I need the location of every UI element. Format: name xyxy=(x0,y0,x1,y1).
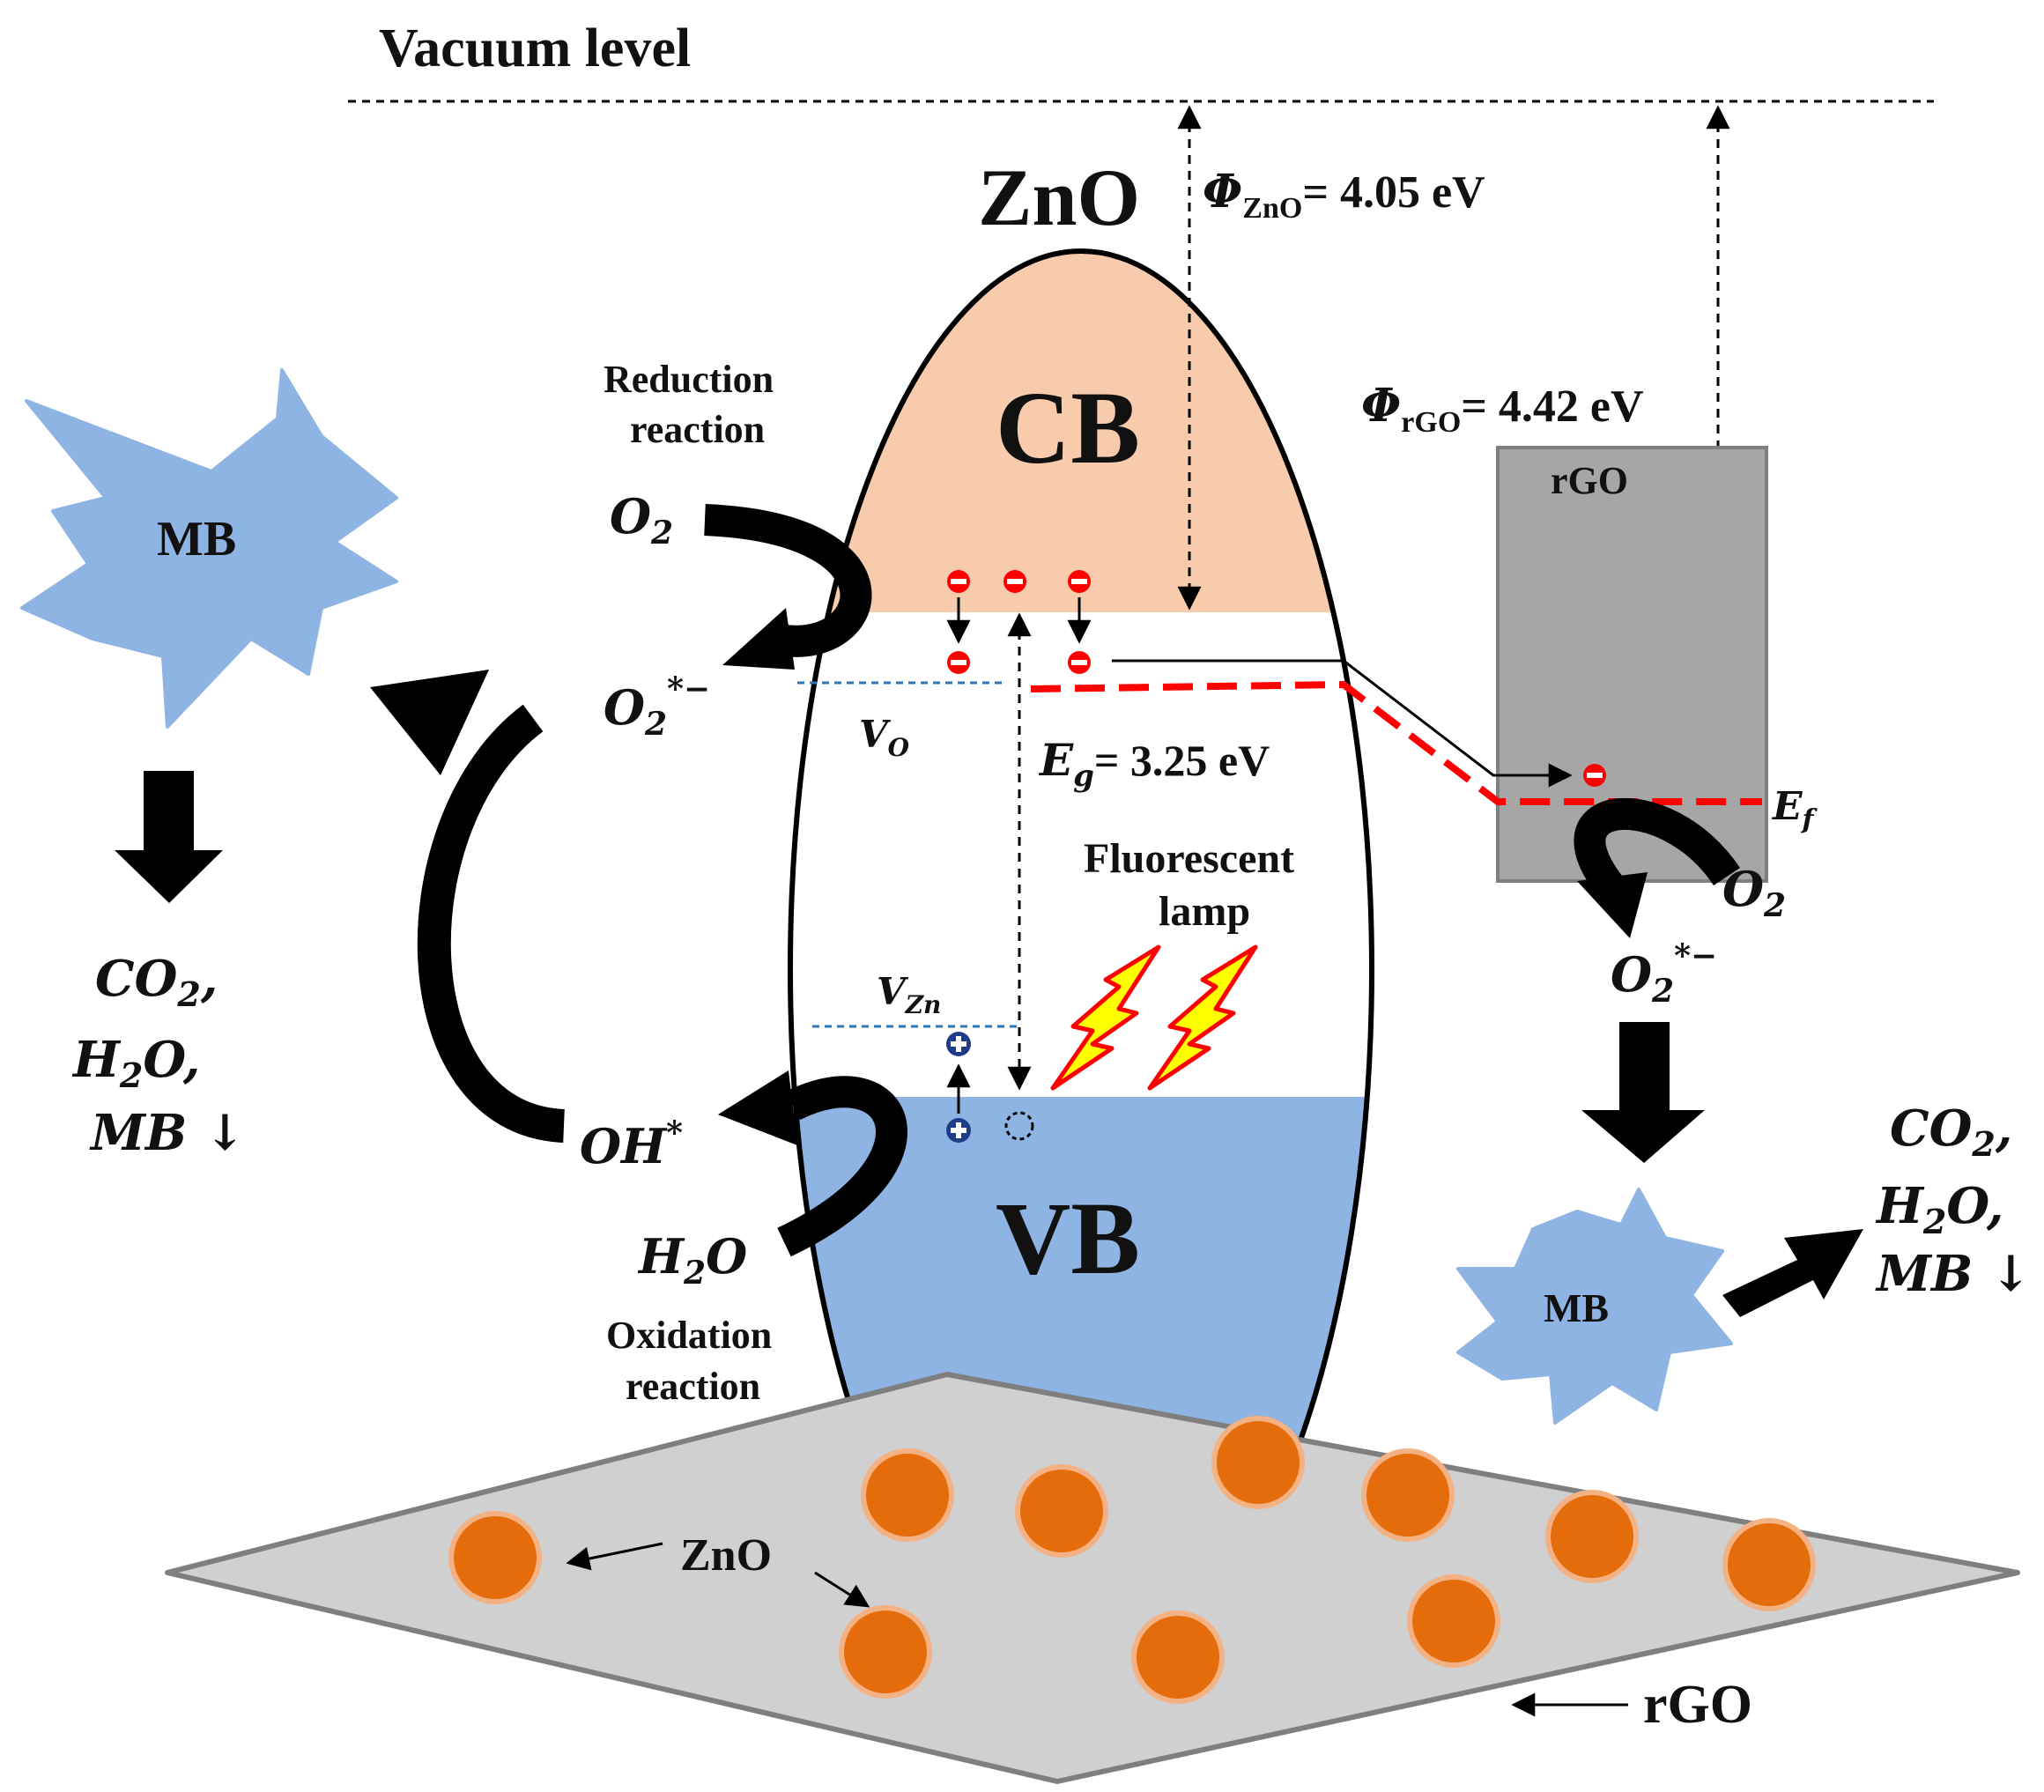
superoxide-label: O2*− xyxy=(604,670,710,743)
empty-hole-site xyxy=(1004,1111,1034,1141)
radical-attack-arrowhead xyxy=(370,670,489,775)
product-co2-right: CO2, xyxy=(1890,1100,2012,1164)
electron-transfer-arrow xyxy=(1112,659,1573,788)
zno-particle xyxy=(1131,1611,1225,1704)
zno-particle xyxy=(1015,1464,1108,1558)
zno-particle xyxy=(1407,1574,1500,1668)
zno-particle xyxy=(1722,1518,1816,1611)
zno-particle xyxy=(448,1511,542,1604)
phi-rgo-label: ΦrGO= 4.42 eV xyxy=(1361,379,1644,439)
mb-label-right: MB xyxy=(1544,1285,1609,1330)
oh-label: OH* xyxy=(580,1114,683,1174)
band-gap-label: Eg= 3.25 eV xyxy=(1038,734,1270,794)
cb-label: CB xyxy=(996,370,1140,485)
radical-to-mb-arrow-right xyxy=(1581,1022,1705,1163)
zno-particle xyxy=(861,1448,954,1542)
zno-particle xyxy=(1361,1448,1455,1542)
degradation-arrow-left xyxy=(115,771,223,903)
vo-label: VO xyxy=(859,713,910,762)
zno-particle xyxy=(1211,1416,1305,1509)
sheet-zno-pointer-right xyxy=(814,1571,870,1608)
product-mb-left: MB ↓ xyxy=(89,1104,246,1162)
vb-label: VB xyxy=(996,1181,1140,1296)
sheet-zno-pointer-left xyxy=(566,1542,663,1571)
oxidation-label-line2: reaction xyxy=(626,1365,760,1408)
oxidation-curved-arrow xyxy=(777,1076,907,1257)
zno-particles xyxy=(448,1416,1816,1704)
reduction-label-line2: reaction xyxy=(630,408,765,451)
mb-label-left: MB xyxy=(157,512,236,566)
product-mb-right: MB ↓ xyxy=(1875,1245,2032,1303)
electron-carriers xyxy=(946,570,1606,787)
lamp-label-line1: Fluorescent xyxy=(1084,835,1294,882)
rgo-sheet xyxy=(165,1372,2020,1784)
degradation-arrow-right xyxy=(1722,1229,1863,1317)
sheet-zno-label: ZnO xyxy=(680,1530,772,1581)
fermi-level-label: Ef xyxy=(1771,784,1818,835)
mb-pollutant-left xyxy=(20,368,398,729)
oxidation-label-line1: Oxidation xyxy=(606,1314,772,1357)
o2-label-rgo: O2 xyxy=(1722,861,1786,924)
radical-attack-curved-arrow xyxy=(417,704,566,1143)
lightning-bolt-icon xyxy=(1050,944,1161,1091)
superoxide-label-rgo: O2*− xyxy=(1611,937,1717,1010)
o2-label: O2 xyxy=(610,488,673,552)
zno-particle xyxy=(1545,1490,1639,1583)
mb-pollutant-right xyxy=(1456,1188,1733,1425)
vacuum-level-label: Vacuum level xyxy=(379,19,691,78)
zno-particle xyxy=(839,1605,932,1699)
lightning-bolt-icon xyxy=(1147,944,1258,1091)
product-h2o-left: H2O, xyxy=(71,1031,200,1095)
product-h2o-right: H2O, xyxy=(1875,1177,2003,1241)
h2o-label: H2O xyxy=(637,1228,747,1292)
zno-title: ZnO xyxy=(978,152,1140,242)
vzn-label: VZn xyxy=(877,970,941,1019)
rgo-reduction-curved-arrow xyxy=(1574,797,1740,905)
product-co2-left: CO2, xyxy=(95,950,218,1014)
sheet-rgo-label: rGO xyxy=(1643,1675,1752,1735)
reduction-curved-arrow xyxy=(704,504,872,657)
reduction-label-line1: Reduction xyxy=(604,358,774,401)
rgo-box-label: rGO xyxy=(1551,459,1628,502)
lamp-label-line2: lamp xyxy=(1159,888,1250,935)
hole-carriers xyxy=(946,1032,1034,1143)
phi-zno-label: ΦZnO= 4.05 eV xyxy=(1203,165,1485,225)
